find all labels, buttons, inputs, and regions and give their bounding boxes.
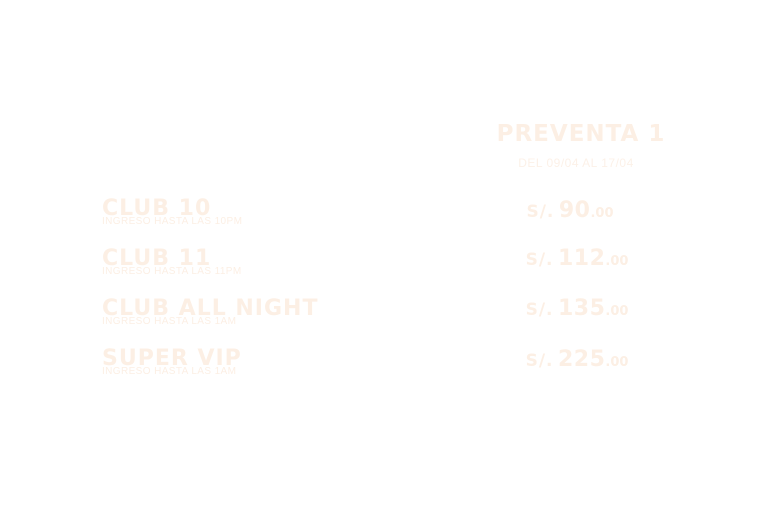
price-amount: 135 (557, 296, 606, 321)
price-super-vip: S/. 225.00 (497, 347, 657, 372)
price-decimals: .00 (605, 355, 629, 370)
price-club-11: S/. 112.00 (497, 246, 657, 271)
price-amount: 112 (557, 246, 606, 271)
price-decimals: .00 (590, 206, 614, 221)
price-currency: S/. (525, 351, 554, 371)
price-currency: S/. (526, 202, 555, 222)
price-amount: 225 (557, 347, 606, 372)
price-currency: S/. (525, 300, 554, 320)
tier-note: INGRESO HASTA LAS 1AM (102, 366, 237, 377)
tier-club-11: CLUB 11 INGRESO HASTA LAS 11PM (102, 248, 402, 278)
tier-note: INGRESO HASTA LAS 11PM (102, 266, 242, 277)
price-decimals: .00 (605, 254, 629, 269)
tier-name: SUPER VIP (102, 346, 242, 371)
tier-note: INGRESO HASTA LAS 10PM (102, 216, 243, 227)
price-decimals: .00 (605, 304, 629, 319)
price-amount: 90 (558, 198, 591, 223)
tier-note: INGRESO HASTA LAS 1AM (102, 316, 237, 327)
tier-name: CLUB ALL NIGHT (102, 296, 319, 321)
phase-title: PREVENTA 1 (496, 121, 666, 147)
tier-club-10: CLUB 10 INGRESO HASTA LAS 10PM (102, 198, 402, 228)
price-currency: S/. (525, 250, 554, 270)
phase-dates: DEL 09/04 AL 17/04 (518, 156, 634, 170)
tier-name: CLUB 11 (102, 246, 212, 271)
tier-super-vip: SUPER VIP INGRESO HASTA LAS 1AM (102, 348, 402, 378)
tier-name: CLUB 10 (102, 196, 212, 221)
price-club-10: S/. 90.00 (490, 198, 650, 223)
tier-club-all-night: CLUB ALL NIGHT INGRESO HASTA LAS 1AM (102, 298, 402, 328)
price-club-all-night: S/. 135.00 (497, 296, 657, 321)
